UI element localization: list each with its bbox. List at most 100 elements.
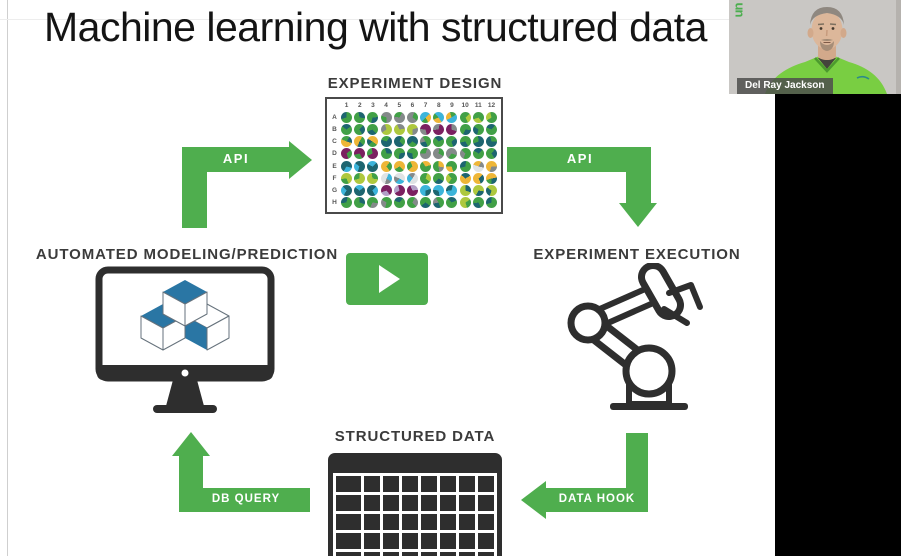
plate-well bbox=[420, 160, 432, 172]
plate-well bbox=[406, 185, 418, 197]
plate-well bbox=[485, 111, 497, 123]
play-button[interactable] bbox=[346, 253, 428, 305]
plate-well bbox=[459, 148, 471, 160]
plate-well-cell bbox=[393, 111, 406, 123]
plate-well-cell bbox=[393, 172, 406, 184]
plate-column-number: 6 bbox=[410, 102, 415, 109]
api-left-arrow-horizontal bbox=[182, 147, 290, 172]
plate-well-cell bbox=[459, 197, 472, 209]
plate-column-number: 8 bbox=[436, 102, 441, 109]
plate-well-cell bbox=[485, 160, 498, 172]
plate-well-cell bbox=[472, 123, 485, 135]
plate-well-cell bbox=[353, 172, 366, 184]
table-cell bbox=[336, 533, 361, 549]
plate-well-cell bbox=[485, 172, 498, 184]
plate-well-cell bbox=[366, 185, 379, 197]
plate-row-letter: G bbox=[331, 187, 338, 195]
table-cell bbox=[421, 476, 437, 492]
plate-well-cell bbox=[459, 185, 472, 197]
table-cell bbox=[478, 533, 494, 549]
plate-row-letter: F bbox=[332, 174, 337, 182]
plate-well bbox=[406, 148, 418, 160]
plate-row-letter: A bbox=[332, 113, 337, 121]
plate-well-cell bbox=[472, 148, 485, 160]
label-automated-modeling: AUTOMATED MODELING/PREDICTION bbox=[35, 246, 339, 263]
api-left-arrow-label: API bbox=[222, 151, 250, 166]
plate-well bbox=[380, 185, 392, 197]
plate-well bbox=[354, 185, 366, 197]
table-cell bbox=[383, 476, 399, 492]
participant-name-label: Del Ray Jackson bbox=[737, 78, 833, 94]
table-cell bbox=[440, 495, 456, 511]
slide-title: Machine learning with structured data bbox=[44, 4, 707, 50]
plate-well bbox=[393, 160, 405, 172]
plate-well bbox=[367, 111, 379, 123]
plate-well-cell bbox=[419, 172, 432, 184]
plate-well bbox=[459, 136, 471, 148]
plate-well-cell bbox=[445, 136, 458, 148]
plate-well bbox=[380, 111, 392, 123]
plate-well bbox=[485, 123, 497, 135]
plate-well bbox=[446, 172, 458, 184]
plate-well-cell bbox=[459, 160, 472, 172]
plate-well-cell bbox=[340, 172, 353, 184]
table-cell bbox=[402, 476, 418, 492]
plate-well bbox=[354, 148, 366, 160]
table-cell bbox=[440, 514, 456, 530]
plate-well bbox=[433, 160, 445, 172]
plate-well-cell bbox=[380, 172, 393, 184]
plate-column-number: 3 bbox=[371, 102, 375, 109]
data-hook-arrow-label: DATA HOOK bbox=[558, 493, 636, 505]
webcam-tile[interactable]: un Del Ray Jackson bbox=[729, 0, 901, 94]
table-cell bbox=[478, 514, 494, 530]
table-cell bbox=[421, 533, 437, 549]
label-experiment-design: EXPERIMENT DESIGN bbox=[327, 75, 503, 92]
plate-row: C bbox=[329, 136, 498, 148]
plate-well bbox=[367, 197, 379, 209]
plate-well bbox=[420, 136, 432, 148]
plate-well bbox=[485, 172, 497, 184]
plate-well-cell bbox=[353, 197, 366, 209]
plate-well-cell bbox=[459, 111, 472, 123]
table-cell bbox=[459, 552, 475, 556]
plate-well-cell bbox=[406, 197, 419, 209]
plate-well-cell bbox=[432, 172, 445, 184]
table-cell bbox=[336, 514, 361, 530]
plate-well bbox=[393, 136, 405, 148]
plate-well-cell bbox=[485, 148, 498, 160]
plate-well bbox=[393, 172, 405, 184]
plate-row-letter: H bbox=[332, 199, 337, 207]
plate-well bbox=[393, 148, 405, 160]
plate-well-cell bbox=[485, 197, 498, 209]
plate-well-cell bbox=[445, 185, 458, 197]
table-cell bbox=[364, 533, 380, 549]
plate-well-cell bbox=[485, 136, 498, 148]
plate-well-cell bbox=[393, 136, 406, 148]
plate-well bbox=[354, 172, 366, 184]
plate-well bbox=[341, 136, 353, 148]
api-left-arrowhead-icon bbox=[289, 141, 312, 179]
plate-well-cell bbox=[472, 197, 485, 209]
plate-well-cell bbox=[380, 185, 393, 197]
plate-well bbox=[341, 172, 353, 184]
plate-well bbox=[380, 172, 392, 184]
plate-well bbox=[446, 160, 458, 172]
plate-well bbox=[446, 111, 458, 123]
table-cell bbox=[421, 552, 437, 556]
plate-column-number: 11 bbox=[474, 102, 482, 109]
plate-row: G bbox=[329, 185, 498, 197]
table-cell bbox=[421, 495, 437, 511]
plate-well bbox=[380, 148, 392, 160]
db-query-arrow-horizontal bbox=[179, 488, 310, 512]
plate-well bbox=[485, 197, 497, 209]
plate-well-cell bbox=[406, 136, 419, 148]
presentation-slide: Machine learning with structured data EX… bbox=[0, 0, 775, 556]
label-experiment-execution: EXPERIMENT EXECUTION bbox=[533, 246, 741, 263]
plate-well bbox=[341, 111, 353, 123]
plate-well-cell bbox=[419, 197, 432, 209]
table-cell bbox=[459, 514, 475, 530]
plate-row: E bbox=[329, 160, 498, 172]
plate-well-cell bbox=[445, 160, 458, 172]
